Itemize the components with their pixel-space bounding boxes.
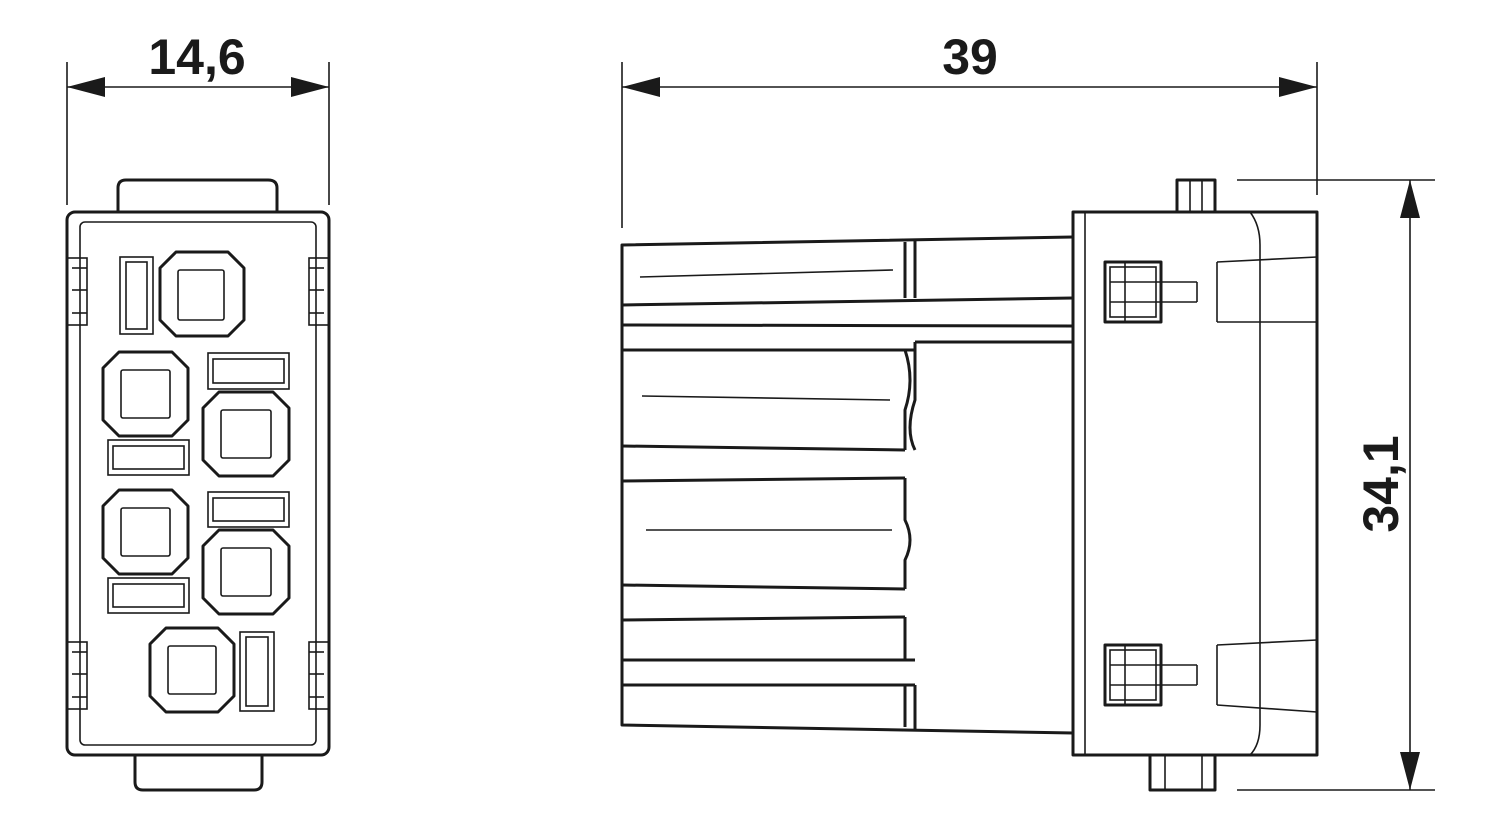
contact-2: [101, 350, 190, 476]
front-bottom-tab: [133, 754, 264, 792]
front-body-outline: [65, 210, 331, 757]
side-insert-body: [620, 235, 1074, 735]
side-view: [620, 178, 1319, 792]
arrowhead-left: [622, 77, 660, 97]
side-flange: [1071, 210, 1319, 757]
side-bottom-tab: [1148, 755, 1217, 792]
front-width-label: 14,6: [148, 29, 245, 85]
arrowhead-left: [67, 77, 105, 97]
arrowhead-right: [291, 77, 329, 97]
side-length-dimension: [621, 62, 1318, 228]
front-width-dimension: [66, 62, 330, 205]
side-top-tab: [1175, 178, 1217, 212]
arrowhead-down: [1400, 752, 1420, 790]
side-lower-latch: [1103, 639, 1318, 713]
arrowhead-right: [1279, 77, 1317, 97]
side-length-label: 39: [942, 29, 998, 85]
contact-5: [201, 491, 291, 616]
side-upper-latch: [1103, 256, 1318, 324]
side-height-dimension: [1237, 179, 1435, 791]
arrowhead-up: [1400, 180, 1420, 218]
contact-1: [119, 250, 246, 338]
side-insert-ribs: [621, 240, 1074, 729]
contact-3: [201, 352, 291, 478]
front-view: [65, 178, 331, 792]
side-height-label: 34,1: [1353, 435, 1409, 532]
contact-4: [101, 488, 190, 614]
front-top-tab: [116, 178, 279, 213]
front-body-inner: [79, 221, 317, 746]
front-side-latches: [66, 257, 330, 710]
contact-6: [148, 626, 275, 714]
